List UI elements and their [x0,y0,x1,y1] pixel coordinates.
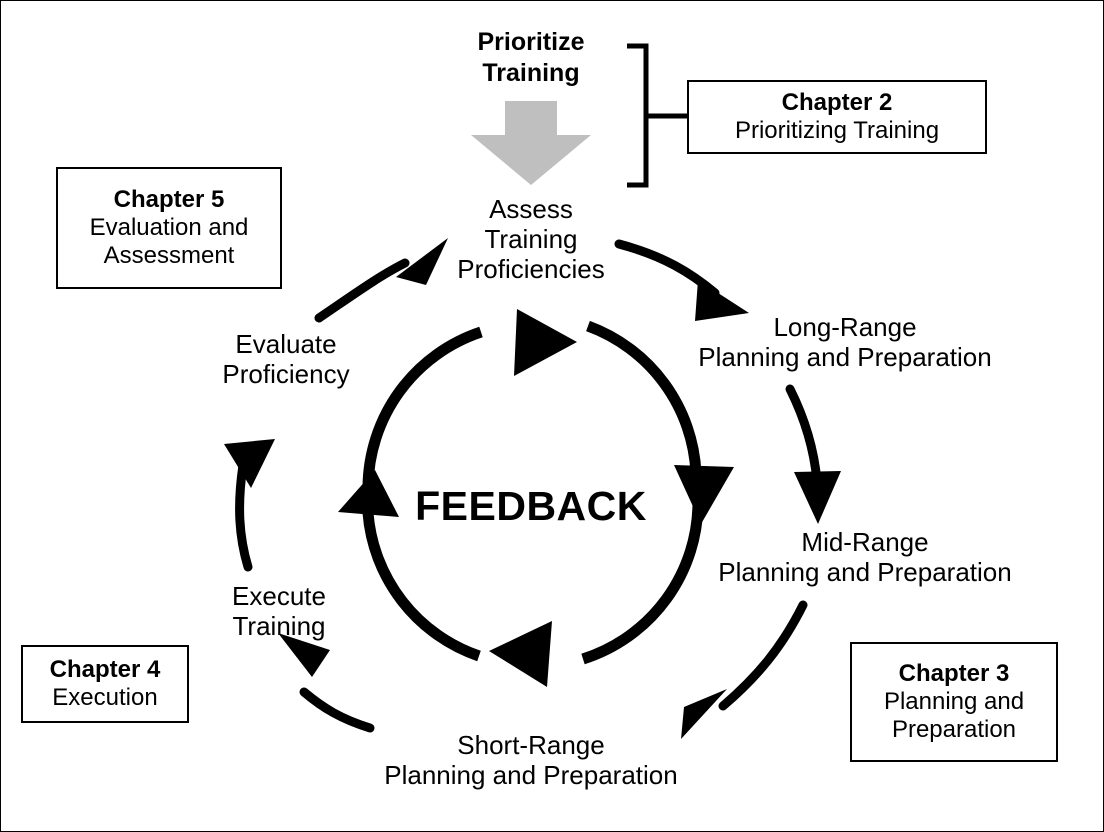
ring-arrowhead-top [514,309,577,376]
prioritize-training-label: Prioritize Training [477,28,585,87]
chapter-box-chapter-2[interactable]: Chapter 2 Prioritizing Training [687,80,987,154]
chapter-5-title: Chapter 5 [113,185,225,213]
ring-arrowhead-left [338,470,399,517]
ring-arrowhead-bottom [489,621,552,687]
feedback-ring [338,309,734,687]
chapter-2-title: Chapter 2 [781,88,893,116]
chapter-box-chapter-5[interactable]: Chapter 5 Evaluation and Assessment [56,167,282,289]
arrow-assess-to-long-range [614,239,749,321]
chapter-4-subtitle: Execution [52,684,158,711]
chapter-box-chapter-4[interactable]: Chapter 4 Execution [21,645,189,723]
arrow-execute-to-evaluate [224,439,275,572]
chapter-box-chapter-3[interactable]: Chapter 3 Planning and Preparation [850,642,1058,762]
chapter-5-subtitle: Evaluation and Assessment [89,213,249,270]
feedback-center-label: FEEDBACK [415,483,647,529]
stage-label-evaluate-proficiency: Evaluate Proficiency [222,329,350,390]
chapter-3-subtitle: Planning and Preparation [883,687,1025,744]
arrow-mid-range-to-short-range [681,600,808,739]
arrow-long-range-to-mid-range [785,384,841,524]
stage-label-assess: Assess Training Proficiencies [457,194,605,285]
prioritize-down-arrow [471,101,591,185]
arrow-short-range-to-execute [278,633,375,733]
chapter-2-subtitle: Prioritizing Training [734,117,940,144]
stage-label-execute-training: Execute Training [232,581,326,642]
stage-label-mid-range: Mid-Range Planning and Preparation [718,527,1012,588]
stage-label-long-range: Long-Range Planning and Preparation [698,312,992,373]
chapter2-bracket [627,43,687,188]
chapter-4-title: Chapter 4 [49,655,161,683]
chapter-3-title: Chapter 3 [898,659,1010,687]
stage-label-short-range: Short-Range Planning and Preparation [384,730,678,791]
arrow-evaluate-to-assess [314,238,448,323]
ring-arrowhead-right [674,465,734,524]
